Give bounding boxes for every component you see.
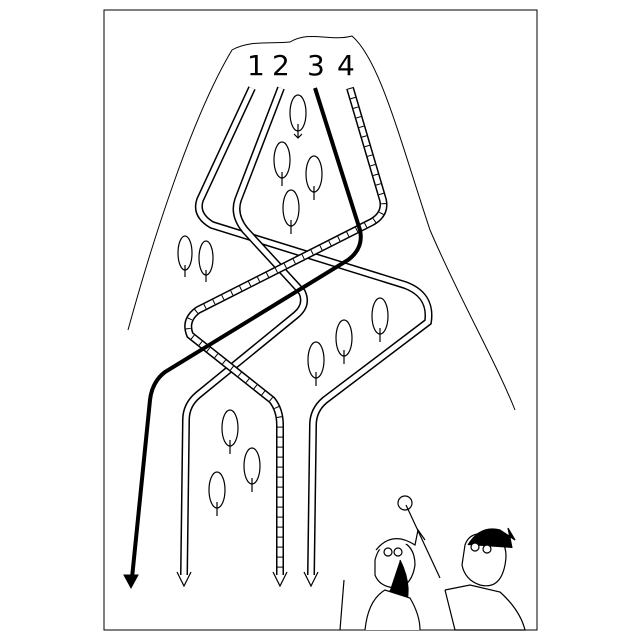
tree	[305, 155, 323, 200]
trail-3	[123, 87, 363, 590]
trail-2	[176, 86, 308, 588]
tree	[282, 189, 300, 234]
arrow-head	[303, 571, 319, 588]
frame	[103, 9, 538, 631]
arrow-head	[123, 574, 139, 590]
arrow-head	[272, 571, 288, 588]
trail-4	[184, 86, 388, 588]
trees	[177, 94, 389, 516]
tree	[243, 447, 261, 492]
tree	[198, 240, 214, 282]
tree	[221, 409, 239, 454]
skier-girl	[339, 528, 426, 631]
tree	[208, 471, 226, 516]
tree	[371, 297, 389, 342]
tree	[289, 94, 307, 139]
trail-label-2: 2	[272, 49, 290, 82]
tree	[335, 319, 353, 364]
trail-1	[194, 86, 433, 588]
tree	[177, 235, 193, 277]
skier-boy	[397, 495, 526, 631]
tree	[273, 141, 291, 186]
mountain-outline	[127, 35, 516, 411]
arrow-head	[176, 571, 192, 588]
trail-label-4: 4	[337, 49, 355, 82]
trail-label-1: 1	[247, 49, 265, 82]
trail-label-3: 3	[307, 49, 325, 82]
tree	[307, 341, 325, 386]
